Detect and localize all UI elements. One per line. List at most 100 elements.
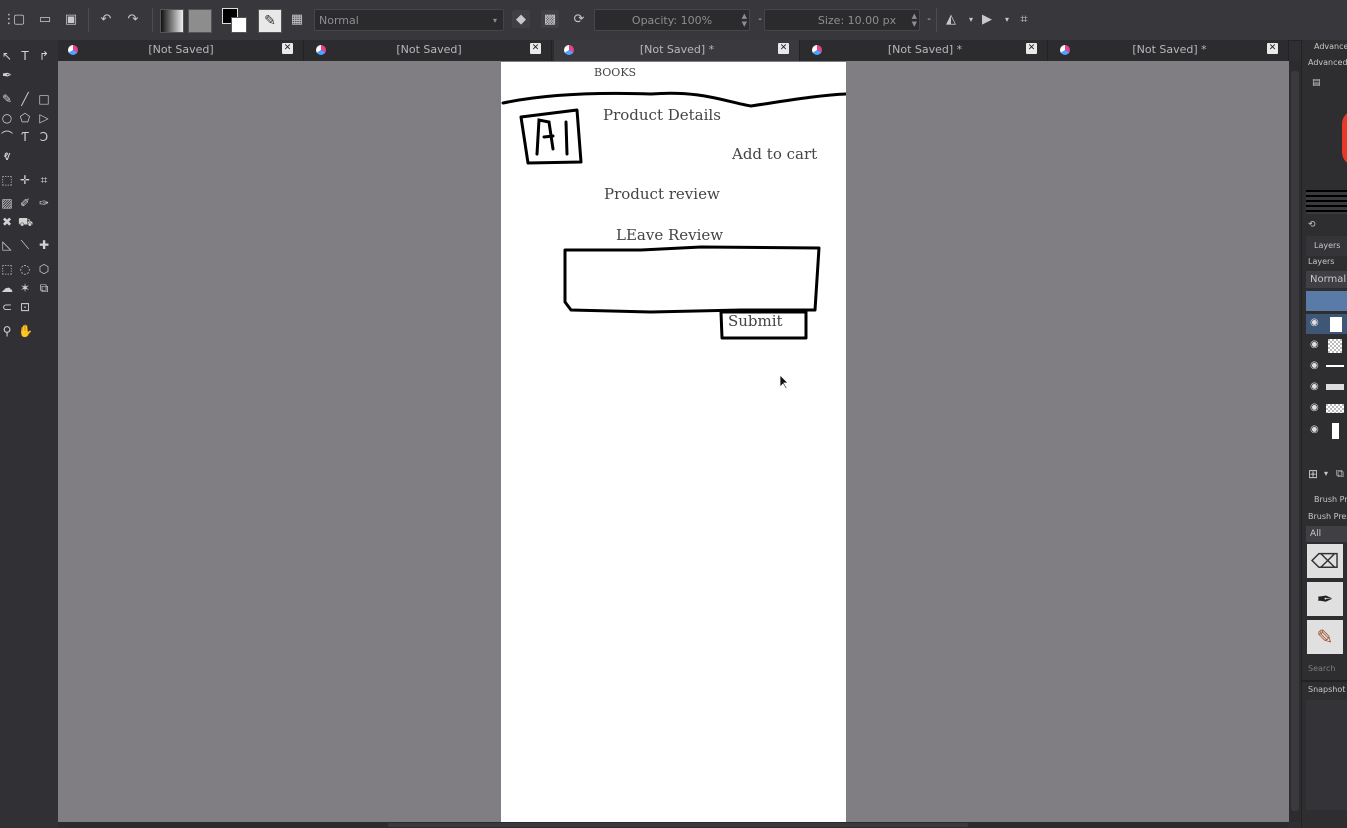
select-shape-icon[interactable]: ↖ bbox=[1, 49, 13, 63]
measure-tool-icon[interactable]: ⟍ bbox=[20, 238, 30, 252]
dynamic-brush-icon[interactable]: Ↄ bbox=[39, 130, 49, 144]
rectangle-tool-icon[interactable]: □ bbox=[38, 92, 50, 106]
ellipse-tool-icon[interactable]: ○ bbox=[1, 111, 13, 125]
layer-row[interactable]: ◉ bbox=[1306, 336, 1347, 356]
document-canvas[interactable]: BOOKS AI Product Details Add to cart Pro… bbox=[501, 62, 846, 822]
document-tab[interactable]: [Not Saved] * ✕ bbox=[802, 40, 1048, 61]
brush-filter-select[interactable]: All bbox=[1306, 526, 1347, 542]
horizontal-scrollbar[interactable] bbox=[58, 822, 1289, 828]
magic-wand-icon[interactable]: ✶ bbox=[19, 281, 31, 295]
colorize-mask-icon[interactable]: ✑ bbox=[38, 196, 50, 210]
mirror-horizontal-icon[interactable]: ◭ bbox=[946, 11, 956, 27]
redo-icon[interactable]: ↷ bbox=[127, 11, 139, 27]
close-icon[interactable]: ✕ bbox=[530, 43, 541, 54]
layer-row[interactable]: ◉ bbox=[1306, 421, 1347, 441]
size-slider[interactable]: Size: 10.00 px ▲▼ bbox=[764, 9, 920, 31]
duplicate-layer-icon[interactable]: ⧉ bbox=[1336, 467, 1344, 480]
close-icon[interactable]: ✕ bbox=[778, 43, 789, 54]
polyline-tool-icon[interactable]: ▷ bbox=[39, 111, 49, 125]
move-tool-icon[interactable]: ✛ bbox=[19, 173, 31, 187]
rect-select-icon[interactable]: ⬚ bbox=[1, 262, 13, 276]
opacity-slider[interactable]: Opacity: 100% ▲▼ bbox=[594, 9, 750, 31]
open-document-icon[interactable]: ▭ bbox=[38, 11, 52, 27]
eraser-mode-icon[interactable]: ◆ bbox=[512, 10, 530, 28]
opacity-spin-icon[interactable]: ▲▼ bbox=[741, 12, 747, 28]
ellipse-select-icon[interactable]: ◌ bbox=[19, 262, 31, 276]
tab-brush-presets[interactable]: Brush Pre bbox=[1314, 495, 1347, 504]
document-tab[interactable]: [Not Saved] ✕ bbox=[58, 40, 304, 61]
brush-preset-icon[interactable]: ✎ bbox=[258, 9, 282, 33]
reload-preset-icon[interactable]: ⟳ bbox=[573, 11, 585, 27]
chevron-down-icon[interactable]: ▾ bbox=[1004, 14, 1009, 24]
tab-advanced-color[interactable]: Advanced bbox=[1314, 42, 1347, 51]
close-icon[interactable]: ✕ bbox=[282, 43, 293, 54]
document-tab[interactable]: [Not Saved] ✕ bbox=[306, 40, 552, 61]
eye-icon[interactable]: ◉ bbox=[1310, 360, 1319, 371]
brush-tool-icon[interactable]: ✎ bbox=[1, 92, 13, 106]
size-spin-icon[interactable]: ▲▼ bbox=[911, 12, 917, 28]
reference-tool-icon[interactable]: ✚ bbox=[38, 238, 50, 252]
pan-tool-icon[interactable]: ✋ bbox=[18, 324, 33, 338]
color-wheel[interactable] bbox=[1342, 110, 1347, 166]
brush-search-input[interactable]: Search bbox=[1308, 664, 1336, 673]
pencil-brush-icon[interactable]: ✎ bbox=[1307, 620, 1343, 654]
eye-icon[interactable]: ◉ bbox=[1310, 402, 1319, 413]
eraser-brush-icon[interactable]: ⌫ bbox=[1307, 544, 1343, 578]
polygon-select-icon[interactable]: ⬡ bbox=[38, 262, 50, 276]
blend-mode-select[interactable]: Normal ▾ bbox=[314, 9, 504, 31]
eye-icon[interactable]: ◉ bbox=[1310, 381, 1319, 392]
workspace-grid-icon[interactable]: ▦ bbox=[290, 11, 304, 27]
crop-tool-icon[interactable]: ⌗ bbox=[40, 173, 48, 187]
calligraphy-icon[interactable]: ✒ bbox=[1, 68, 13, 82]
bezier-tool-icon[interactable]: ⌒ bbox=[0, 130, 13, 144]
magnetic-select-icon[interactable]: ⊡ bbox=[19, 300, 31, 314]
close-icon[interactable]: ✕ bbox=[1026, 43, 1037, 54]
gradient-tool-icon[interactable]: ▨ bbox=[1, 196, 13, 210]
polygon-tool-icon[interactable]: ⬠ bbox=[19, 111, 31, 125]
freehand-path-icon[interactable]: Ƭ bbox=[21, 130, 29, 144]
gradient-selector[interactable] bbox=[160, 9, 184, 33]
similar-select-icon[interactable]: ⧉ bbox=[39, 281, 49, 295]
close-icon[interactable]: ✕ bbox=[1267, 43, 1278, 54]
eye-icon[interactable]: ◉ bbox=[1310, 424, 1319, 435]
vertical-scrollbar[interactable] bbox=[1289, 61, 1301, 822]
chevron-down-icon[interactable]: ▾ bbox=[1324, 469, 1329, 478]
wrap-around-icon[interactable]: ⌗ bbox=[1020, 11, 1028, 27]
document-tab[interactable]: [Not Saved] * ✕ bbox=[1050, 40, 1289, 61]
document-tab-active[interactable]: [Not Saved] * ✕ bbox=[554, 40, 800, 61]
layer-row[interactable]: ◉ bbox=[1306, 357, 1347, 377]
transform-tool-icon[interactable]: ⬚ bbox=[1, 173, 13, 187]
save-document-icon[interactable]: ▣ bbox=[64, 11, 78, 27]
multibrush-icon[interactable]: ⱴ bbox=[3, 149, 11, 163]
undo-icon[interactable]: ↶ bbox=[100, 11, 112, 27]
ink-brush-icon[interactable]: ✒ bbox=[1307, 582, 1343, 616]
fill-tool-icon[interactable]: ⛟ bbox=[18, 215, 34, 229]
eye-icon[interactable]: ◉ bbox=[1310, 339, 1319, 350]
text-tool-icon[interactable]: T bbox=[21, 49, 29, 63]
bezier-select-icon[interactable]: ⊂ bbox=[1, 300, 13, 314]
smart-patch-icon[interactable]: ✖ bbox=[1, 215, 13, 229]
chevron-down-icon[interactable]: ▾ bbox=[968, 14, 973, 24]
mirror-vertical-icon[interactable]: ▶ bbox=[982, 11, 992, 27]
foreground-background-color[interactable] bbox=[222, 8, 247, 33]
new-document-icon[interactable]: ▢ bbox=[12, 11, 26, 27]
freehand-select-icon[interactable]: ☁ bbox=[1, 281, 13, 295]
layer-opacity-bar[interactable] bbox=[1306, 291, 1347, 311]
line-tool-icon[interactable]: ╱ bbox=[21, 92, 29, 106]
layer-blend-select[interactable]: Normal bbox=[1306, 271, 1347, 288]
zoom-tool-icon[interactable]: ⚲ bbox=[2, 324, 12, 338]
color-picker-icon[interactable]: ✐ bbox=[19, 196, 31, 210]
scroll-thumb[interactable] bbox=[1291, 71, 1299, 811]
assistant-tool-icon[interactable]: ◺ bbox=[2, 238, 12, 252]
pattern-selector[interactable] bbox=[188, 9, 212, 33]
layer-row[interactable]: ◉ bbox=[1306, 314, 1347, 334]
snapshot-list[interactable] bbox=[1306, 700, 1347, 810]
color-history[interactable] bbox=[1306, 190, 1347, 214]
scroll-thumb[interactable] bbox=[388, 823, 968, 827]
refresh-icon[interactable]: ⟲ bbox=[1308, 220, 1316, 230]
layer-row[interactable]: ◉ bbox=[1306, 399, 1347, 419]
tab-layers[interactable]: Layers bbox=[1306, 236, 1347, 256]
color-settings-icon[interactable]: ▤ bbox=[1312, 78, 1321, 88]
add-layer-icon[interactable]: ⊞ bbox=[1308, 467, 1319, 481]
edit-shape-icon[interactable]: ↱ bbox=[38, 49, 50, 63]
